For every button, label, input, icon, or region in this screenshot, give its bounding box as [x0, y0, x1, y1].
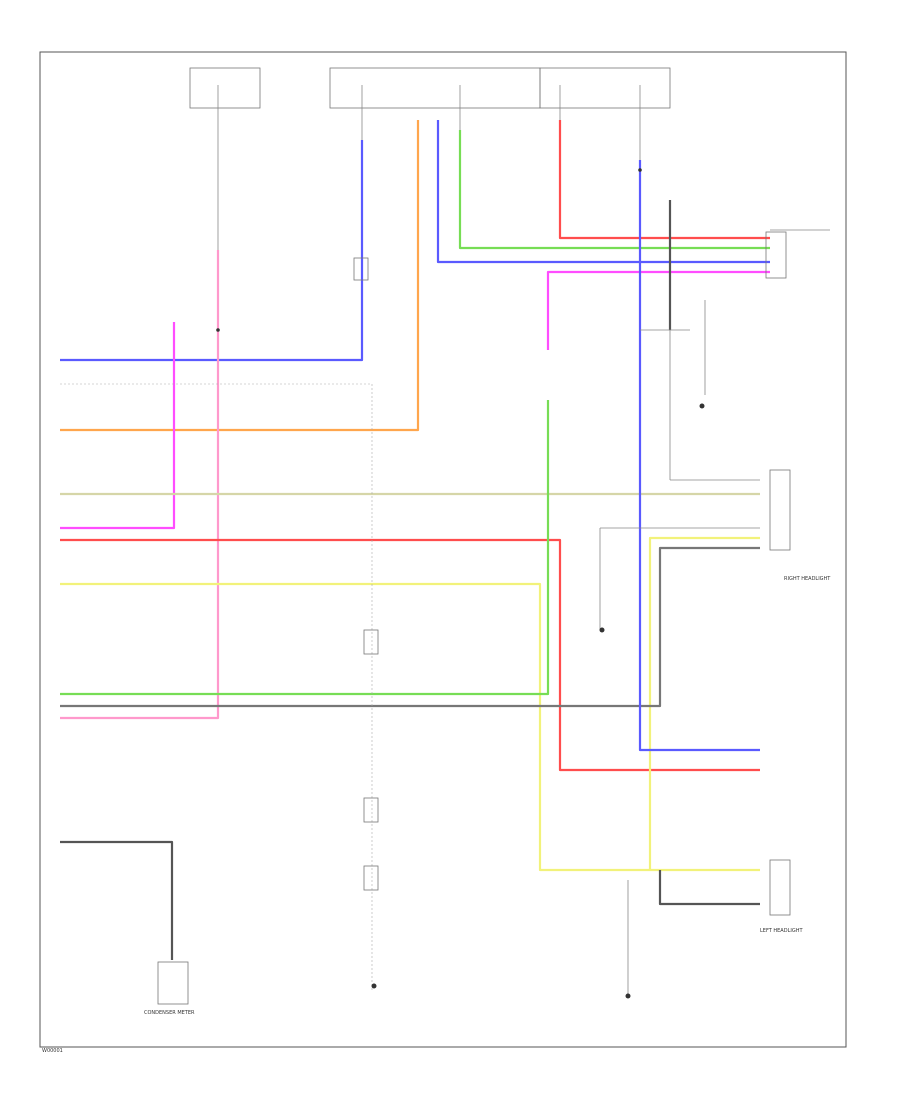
connector-right-top — [765, 231, 787, 279]
diagram-frame — [39, 51, 847, 1048]
ground-right — [625, 993, 631, 999]
condenser-box — [157, 961, 189, 1005]
wire-green-lower — [60, 400, 550, 696]
wire-blue-right — [436, 120, 770, 264]
wire-gray — [60, 546, 760, 708]
connectors — [157, 231, 791, 1005]
wire-darkgray — [658, 870, 760, 906]
wire-green-top — [458, 130, 770, 250]
left-headlight-box — [769, 859, 791, 916]
wire-red-top — [558, 120, 770, 240]
wire-red-main — [60, 538, 760, 772]
ground-mid — [371, 983, 377, 989]
wire-blue-vertical — [638, 160, 760, 752]
footer-code: W00001 — [42, 1048, 63, 1054]
labels: RIGHT HEADLIGHT LEFT HEADLIGHT CONDENSER… — [42, 576, 831, 1054]
wire-pink — [60, 250, 220, 720]
wire-condenser — [60, 840, 174, 960]
wire-blue-left — [60, 140, 364, 362]
wires — [60, 120, 770, 960]
wire-yellow-right — [648, 536, 760, 870]
wire-magenta-left — [60, 322, 176, 530]
right-headlight-box — [769, 469, 791, 551]
condenser-meter-label: CONDENSER METER — [144, 1010, 195, 1016]
wire-orange — [60, 120, 420, 432]
wire-magenta-right — [546, 270, 770, 350]
thin-lines — [60, 229, 830, 995]
mid-components — [353, 257, 379, 891]
left-headlight-label: LEFT HEADLIGHT — [760, 928, 803, 934]
wire-yellow — [60, 582, 760, 872]
grounds — [216, 168, 705, 999]
right-headlight-label: RIGHT HEADLIGHT — [784, 576, 831, 582]
fuse-boxes — [189, 67, 671, 360]
